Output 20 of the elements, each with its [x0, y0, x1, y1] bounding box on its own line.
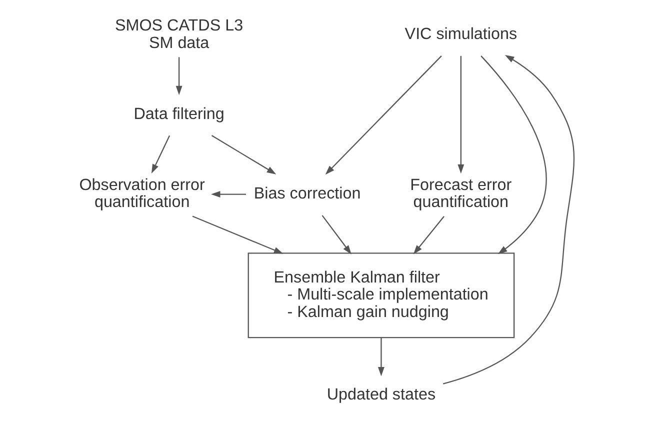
node-box: Ensemble Kalman filter - Multi-scale implementation - Kalman gain nudging: [247, 252, 514, 338]
arrow: [457, 56, 464, 174]
arrow: [175, 57, 182, 96]
arrow: [377, 338, 384, 376]
arrow: [210, 191, 246, 198]
arrow: [210, 134, 276, 174]
arrow: [192, 216, 283, 254]
node-text: Observation error quantification: [78, 176, 204, 212]
node-text: Forecast error quantification: [410, 176, 512, 212]
node-text: Updated states: [326, 386, 436, 404]
arrow: [324, 56, 442, 175]
node-text: VIC simulations: [404, 25, 517, 44]
node-text: Bias correction: [253, 184, 360, 203]
node-text: SMOS CATDS L3 SM data: [114, 16, 243, 52]
arrow: [480, 56, 546, 254]
arrow: [442, 54, 574, 384]
arrow: [150, 135, 170, 174]
node-text: Data filtering: [133, 104, 224, 123]
arrow: [412, 216, 444, 254]
arrow: [321, 215, 351, 254]
